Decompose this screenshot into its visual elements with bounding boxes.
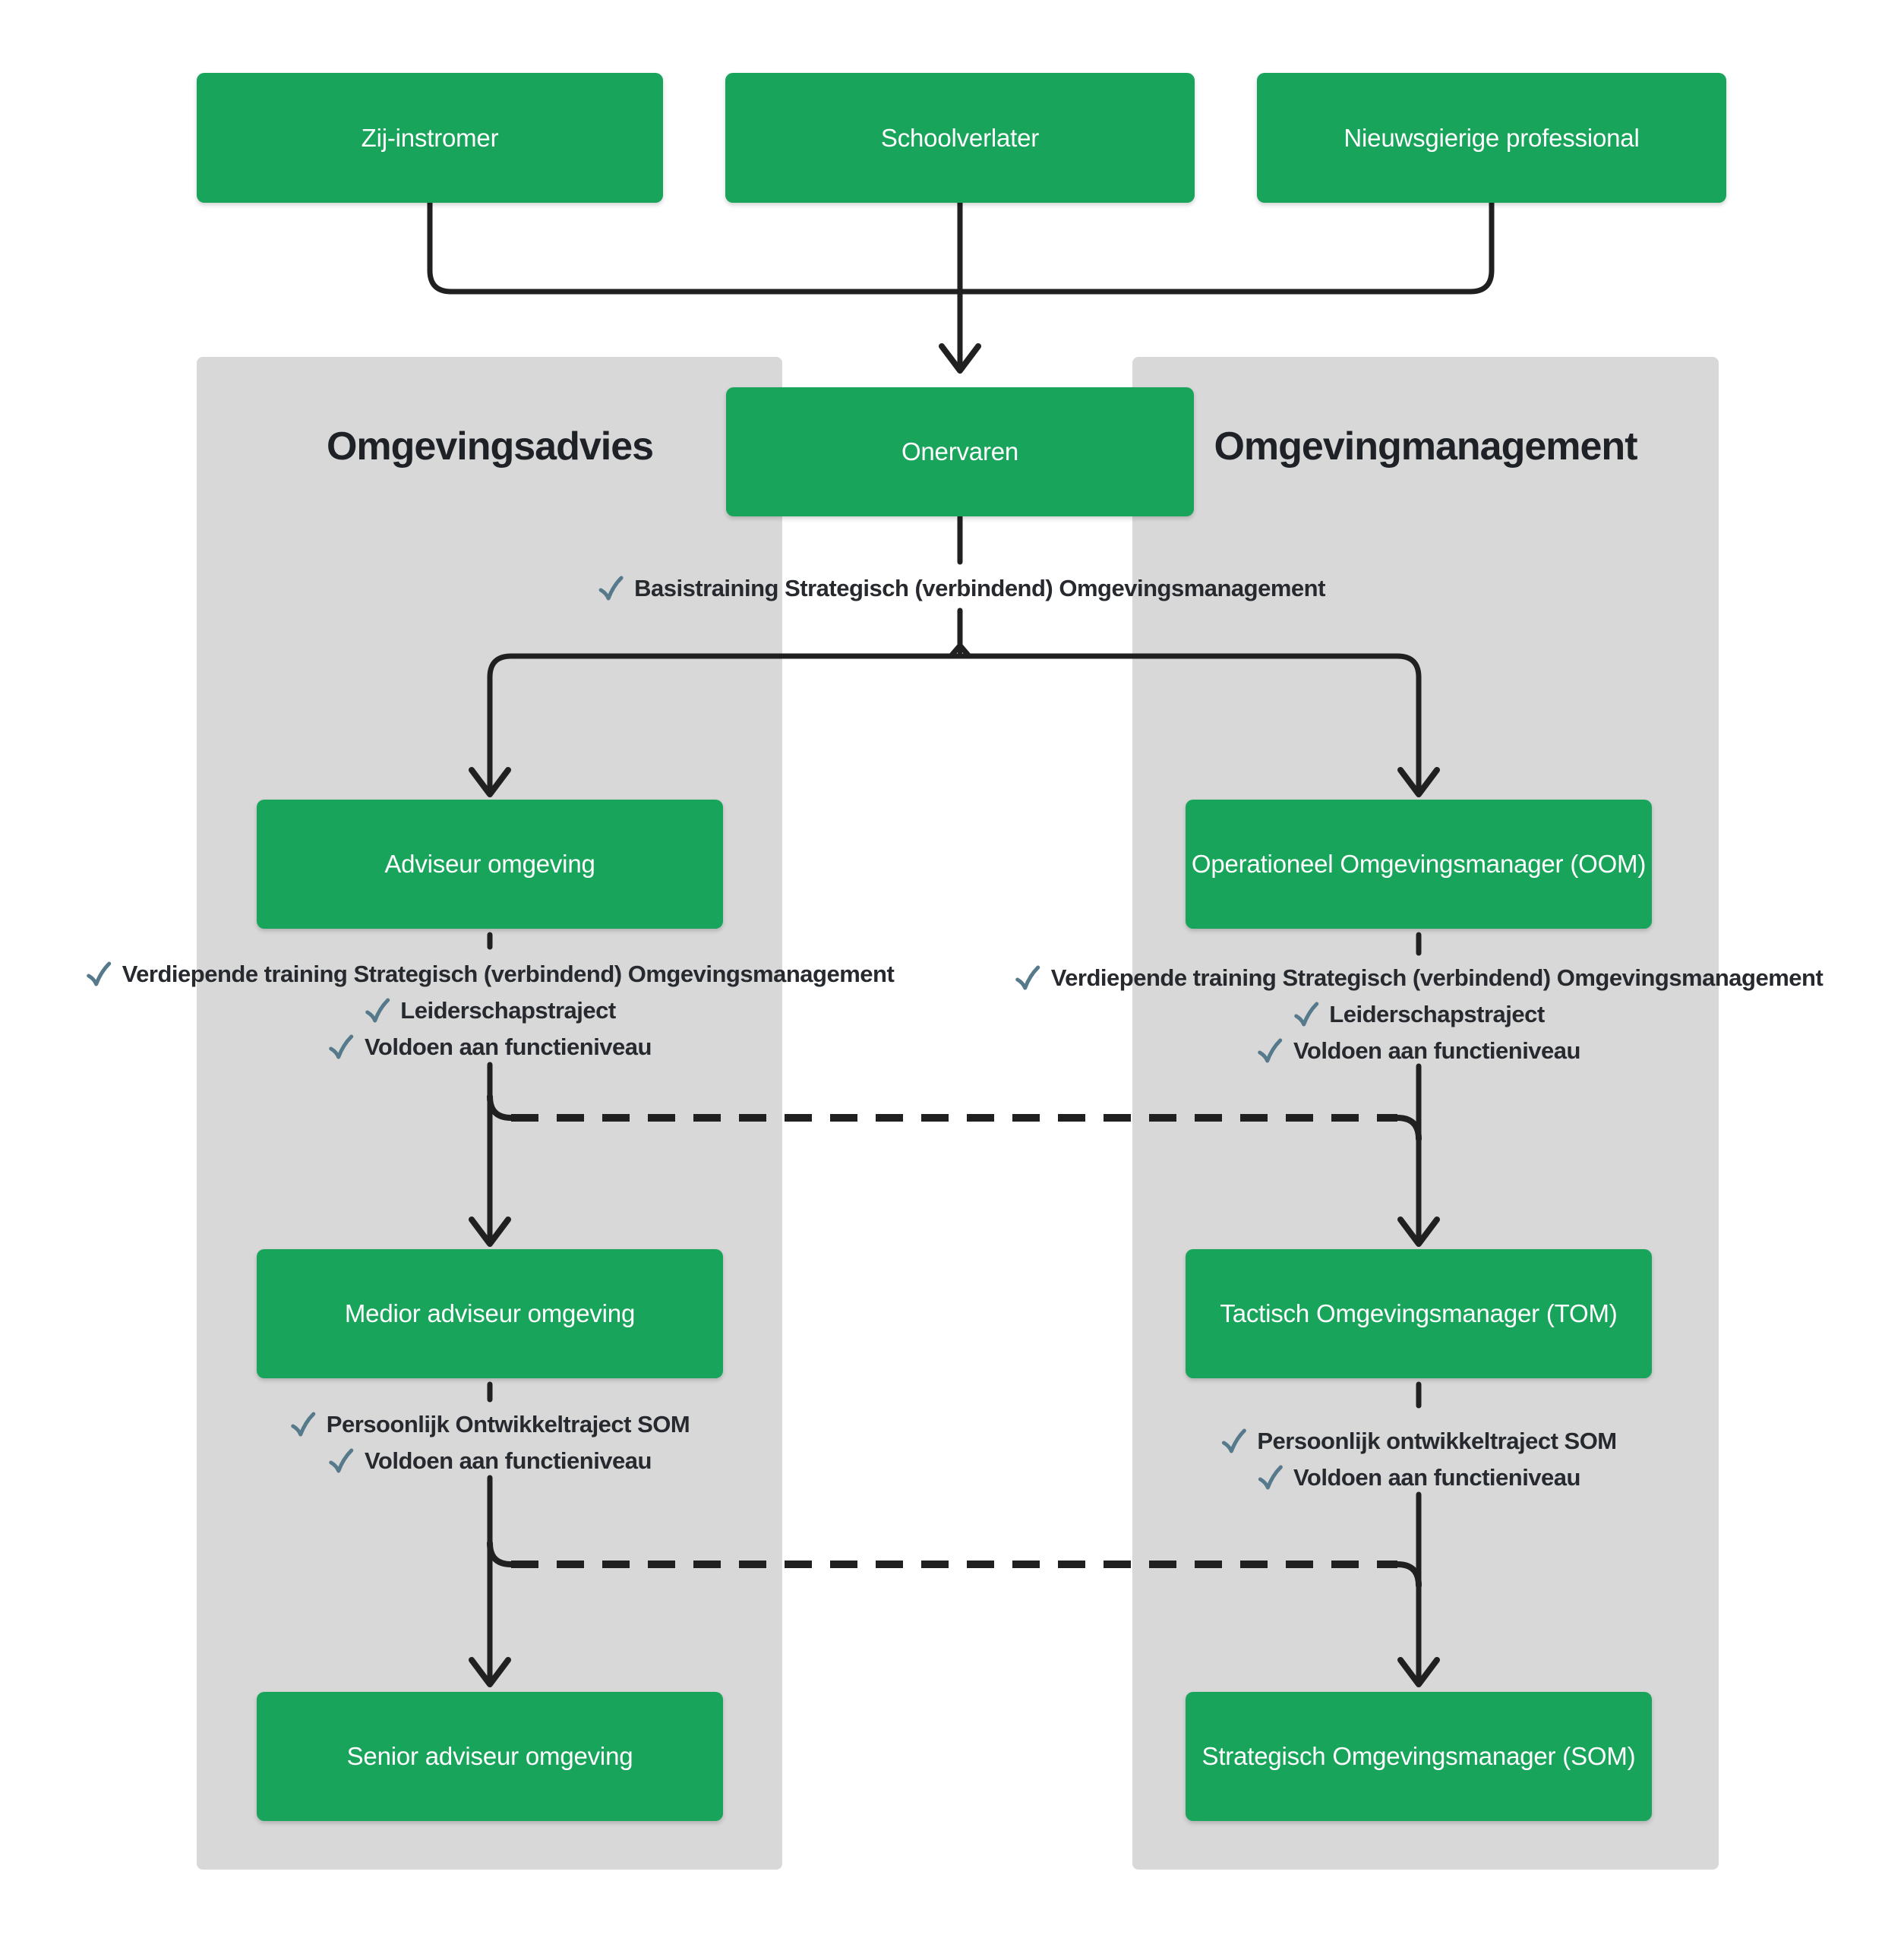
- requirements-tom: Persoonlijk ontwikkeltraject SOM Voldoen…: [1220, 1423, 1617, 1496]
- node-nieuwsgierige-professional: Nieuwsgierige professional: [1257, 73, 1726, 203]
- node-adviseur-omgeving: Adviseur omgeving: [257, 800, 723, 929]
- check-icon: [329, 1034, 354, 1059]
- node-operationeel-omgevingsmanager: Operationeel Omgevingsmanager (OOM): [1186, 800, 1652, 929]
- requirement-item: Basistraining Strategisch (verbindend) O…: [598, 570, 1325, 607]
- check-icon: [1015, 965, 1040, 990]
- column-title-omgevingsadvies: Omgevingsadvies: [326, 424, 654, 469]
- node-medior-adviseur-omgeving: Medior adviseur omgeving: [257, 1249, 723, 1378]
- connector-entry-merge: [427, 200, 1495, 295]
- requirement-label: Persoonlijk Ontwikkeltraject SOM: [326, 1411, 690, 1437]
- requirement-label: Voldoen aan functieniveau: [365, 1447, 652, 1474]
- requirement-label: Verdiepende training Strategisch (verbin…: [1050, 964, 1823, 991]
- requirements-oom: Verdiepende training Strategisch (verbin…: [1015, 960, 1823, 1069]
- node-onervaren: Onervaren: [726, 387, 1194, 516]
- check-icon: [87, 961, 112, 986]
- requirement-item: Voldoen aan functieniveau: [1257, 1460, 1580, 1496]
- requirement-label: Basistraining Strategisch (verbindend) O…: [634, 575, 1325, 601]
- requirement-item: Verdiepende training Strategisch (verbin…: [1015, 960, 1823, 996]
- check-icon: [1293, 1002, 1318, 1027]
- arrowhead-onervaren: [939, 343, 981, 374]
- requirement-label: Leiderschapstraject: [400, 997, 616, 1024]
- requirement-item: Voldoen aan functieniveau: [1257, 1033, 1580, 1069]
- check-icon: [1258, 1465, 1283, 1490]
- requirement-item: Leiderschapstraject: [364, 993, 616, 1029]
- requirement-item: Leiderschapstraject: [1293, 996, 1545, 1033]
- node-senior-adviseur-omgeving: Senior adviseur omgeving: [257, 1692, 723, 1821]
- requirements-medior: Persoonlijk Ontwikkeltraject SOM Voldoen…: [290, 1406, 690, 1479]
- requirement-label: Leiderschapstraject: [1329, 1001, 1545, 1027]
- requirement-item: Persoonlijk ontwikkeltraject SOM: [1220, 1423, 1617, 1460]
- requirements-basis: Basistraining Strategisch (verbindend) O…: [598, 570, 1325, 607]
- requirement-label: Persoonlijk ontwikkeltraject SOM: [1257, 1428, 1617, 1454]
- requirement-label: Voldoen aan functieniveau: [365, 1034, 652, 1060]
- requirement-item: Verdiepende training Strategisch (verbin…: [86, 956, 895, 993]
- column-title-omgevingmanagement: Omgevingmanagement: [1214, 424, 1637, 469]
- check-icon: [365, 998, 390, 1023]
- node-tactisch-omgevingsmanager: Tactisch Omgevingsmanager (TOM): [1186, 1249, 1652, 1378]
- check-icon: [1221, 1428, 1246, 1453]
- requirement-label: Voldoen aan functieniveau: [1293, 1037, 1580, 1064]
- requirements-adviseur: Verdiepende training Strategisch (verbin…: [86, 956, 895, 1065]
- requirement-label: Verdiepende training Strategisch (verbin…: [122, 961, 895, 987]
- panel-omgevingmanagement: [1132, 357, 1719, 1870]
- requirement-item: Persoonlijk Ontwikkeltraject SOM: [290, 1406, 690, 1443]
- check-icon: [329, 1448, 354, 1473]
- check-icon: [291, 1412, 316, 1437]
- node-schoolverlater: Schoolverlater: [725, 73, 1195, 203]
- requirement-item: Voldoen aan functieniveau: [328, 1443, 652, 1479]
- requirement-label: Voldoen aan functieniveau: [1293, 1464, 1580, 1491]
- node-zij-instromer: Zij-instromer: [197, 73, 663, 203]
- check-icon: [598, 576, 624, 601]
- split-notch: [948, 642, 972, 659]
- requirement-item: Voldoen aan functieniveau: [328, 1029, 652, 1065]
- check-icon: [1258, 1038, 1283, 1063]
- node-strategisch-omgevingsmanager: Strategisch Omgevingsmanager (SOM): [1186, 1692, 1652, 1821]
